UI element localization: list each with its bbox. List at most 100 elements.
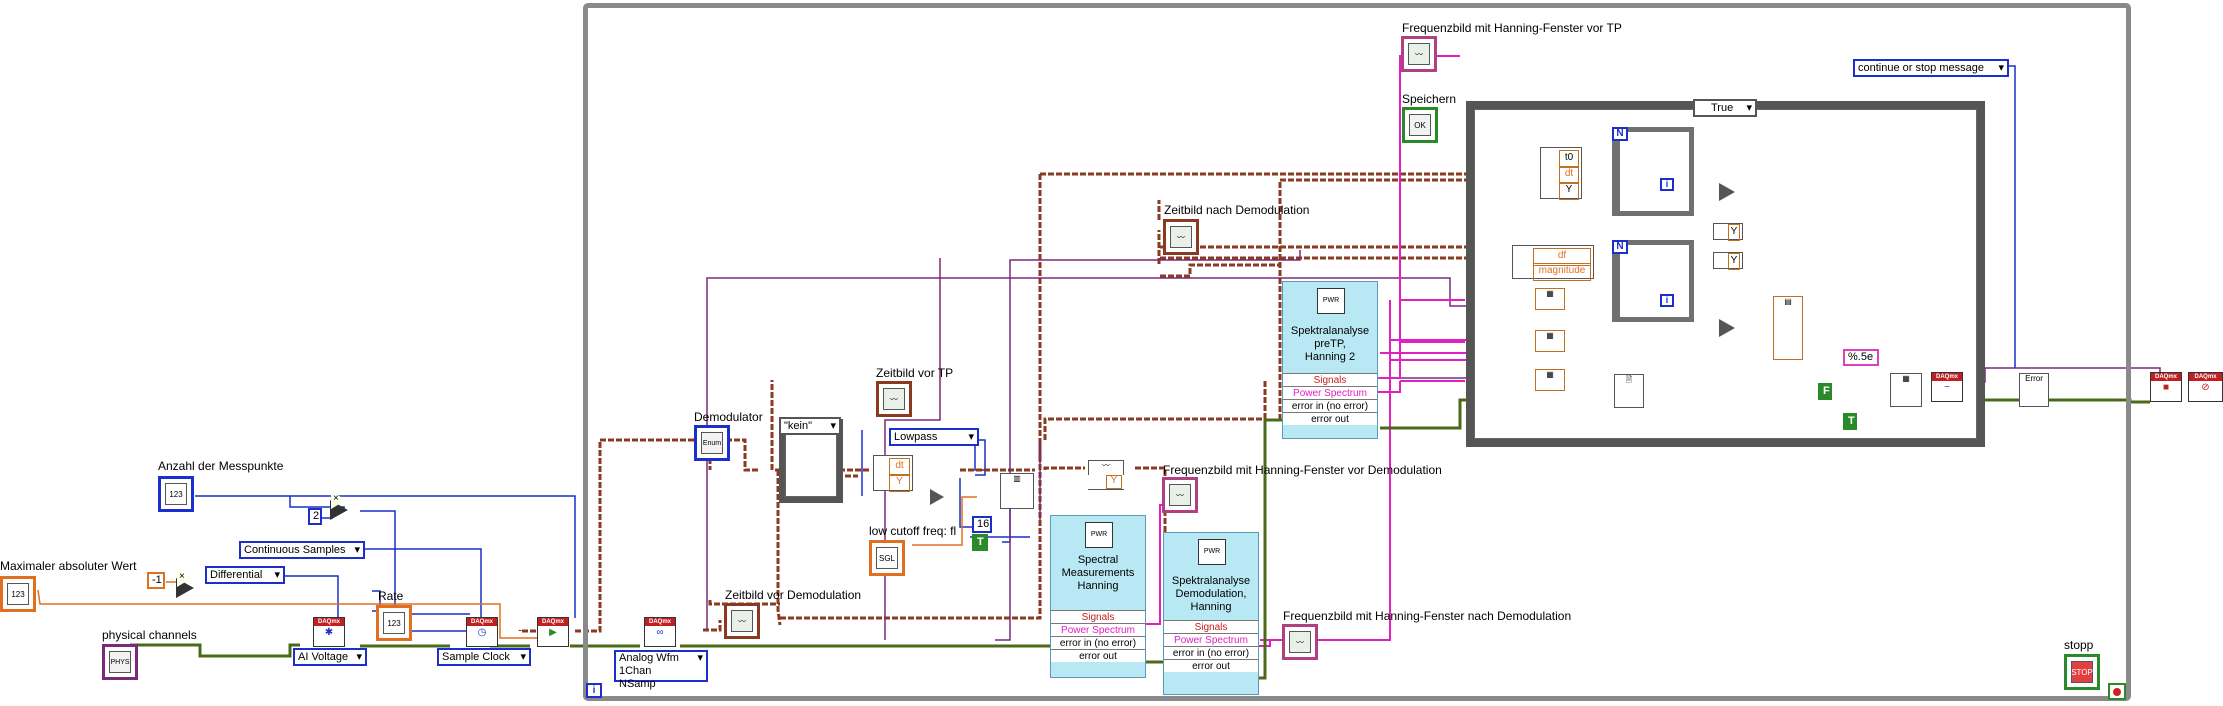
- constant-true[interactable]: T: [972, 534, 988, 551]
- label-stopp: stopp: [2064, 638, 2094, 652]
- for-loop-index-2: i: [1660, 294, 1674, 307]
- constant-true-2[interactable]: T: [1843, 413, 1857, 430]
- daqmx-start-vi[interactable]: DAQmx▶: [537, 617, 569, 647]
- express-row-error-out[interactable]: error out: [1164, 659, 1258, 672]
- express-row-signals[interactable]: Signals: [1051, 610, 1145, 623]
- freq-nach-demod-graph: 〰: [1282, 624, 1318, 660]
- loop-iteration-terminal: i: [586, 683, 602, 698]
- sample-mode-ring[interactable]: Continuous Samples: [239, 541, 365, 559]
- unbundle-tp-y: Y: [889, 474, 910, 492]
- ok-button-icon: OK: [1409, 114, 1431, 136]
- waveform-graph-icon: 〰: [1169, 484, 1191, 506]
- express-row-signals[interactable]: Signals: [1164, 620, 1258, 633]
- unbundle-magnitude: magnitude: [1533, 263, 1591, 281]
- for-loop-count-1: N: [1612, 127, 1628, 141]
- express-row-power-spectrum[interactable]: Power Spectrum: [1164, 633, 1258, 646]
- express-row-power-spectrum[interactable]: Power Spectrum: [1051, 623, 1145, 636]
- daqmx-header: DAQmx: [1932, 373, 1962, 381]
- spectral-express-vi-icon: PWR: [1198, 539, 1226, 565]
- max-wert-numeric-control[interactable]: 123: [0, 576, 36, 612]
- unbundle-t0: t0: [1559, 150, 1579, 168]
- label-freq-hanning-nach-demod: Frequenzbild mit Hanning-Fenster nach De…: [1283, 609, 1572, 623]
- spektralanalyse-demod-vi[interactable]: PWR Spektralanalyse Demodulation, Hannin…: [1163, 532, 1259, 695]
- build-waveform-icon: 〰: [1102, 461, 1110, 470]
- analog-wfm-line1: Analog Wfm: [619, 652, 679, 664]
- terminal-config-ring[interactable]: Differential: [205, 566, 285, 584]
- express-title-line: Spektralanalyse: [1171, 575, 1251, 587]
- express-row-error-out[interactable]: error out: [1051, 649, 1145, 662]
- spectral-measurements-hanning-vi[interactable]: PWR Spectral Measurements Hanning Signal…: [1050, 515, 1146, 678]
- constant-minus-one[interactable]: -1: [147, 572, 165, 589]
- express-row-error-out[interactable]: error out: [1283, 412, 1377, 425]
- case-selector-label[interactable]: True: [1693, 99, 1757, 117]
- demod-case-selector[interactable]: "kein": [779, 417, 841, 435]
- waveform-graph-icon: 〰: [1408, 43, 1430, 65]
- unbundle-freq-waveform: df magnitude: [1512, 245, 1594, 281]
- format-string-constant[interactable]: %.5e: [1843, 349, 1879, 366]
- daqmx-timing-vi[interactable]: DAQmx◷: [466, 617, 498, 647]
- demod-case-frame: [785, 425, 837, 497]
- unbundle-tp-waveform: dt Y: [873, 455, 913, 492]
- low-cutoff-numeric-control[interactable]: SGL: [869, 540, 905, 576]
- ai-voltage-ring[interactable]: AI Voltage: [293, 648, 367, 666]
- label-speichern: Speichern: [1402, 92, 1457, 106]
- filter-type-ring[interactable]: Lowpass: [889, 428, 979, 446]
- spectral-express-vi-icon: PWR: [1085, 522, 1113, 548]
- build-waveform-y-label: Y: [1106, 475, 1122, 489]
- error-handler-vi[interactable]: Error: [2019, 373, 2049, 407]
- daqmx-stop-task-vi[interactable]: DAQmx■: [2150, 372, 2182, 402]
- unbundle-time-waveform: t0 dt Y: [1540, 147, 1582, 200]
- build-waveform-y2: Y: [1713, 223, 1743, 241]
- filter-vi[interactable]: ▥: [1000, 473, 1034, 509]
- numeric-control-icon: 123: [165, 483, 187, 505]
- waveform-graph-icon: 〰: [1170, 226, 1192, 248]
- speichern-button[interactable]: OK: [1402, 107, 1438, 143]
- express-row-power-spectrum[interactable]: Power Spectrum: [1283, 386, 1377, 399]
- zeitbild-vor-demod-graph: 〰: [724, 603, 760, 639]
- anzahl-numeric-control[interactable]: 123: [158, 476, 194, 512]
- constant-two[interactable]: 2: [308, 508, 322, 525]
- daqmx-is-task-done-vi[interactable]: DAQmx~: [1931, 372, 1963, 402]
- file-icon: 🗎: [1625, 375, 1633, 384]
- constant-sixteen[interactable]: 16: [972, 516, 992, 533]
- daqmx-read-vi[interactable]: DAQmx∞: [644, 617, 676, 647]
- daqmx-header: DAQmx: [314, 618, 344, 626]
- build-y2-label: Y: [1728, 224, 1740, 241]
- spreadsheet-icon: ▦: [1902, 374, 1910, 383]
- glasses-icon: ∞: [656, 627, 664, 638]
- reciprocal-node: [930, 489, 944, 505]
- daqmx-header: DAQmx: [538, 618, 568, 626]
- multiply-node-4: [1719, 319, 1735, 337]
- index-array-node-3: ▦: [1535, 369, 1565, 391]
- waveform-graph-icon: 〰: [1289, 631, 1311, 653]
- continue-stop-ring[interactable]: continue or stop message: [1853, 59, 2009, 77]
- sample-clock-ring[interactable]: Sample Clock: [437, 648, 531, 666]
- while-loop-frame: [583, 3, 2131, 701]
- demodulator-enum-control[interactable]: Enum: [694, 425, 730, 461]
- waveform-graph-icon: 〰: [731, 610, 753, 632]
- for-loop-count-2: N: [1612, 240, 1628, 254]
- stopp-button[interactable]: STOP: [2064, 654, 2100, 690]
- label-anzahl: Anzahl der Messpunkte: [158, 459, 284, 473]
- play-icon: ▶: [549, 627, 557, 638]
- rate-numeric-control[interactable]: 123: [376, 605, 412, 641]
- express-title-line: Spectral: [1077, 554, 1119, 566]
- multiply-node: ×: [330, 491, 348, 520]
- express-row-error-in[interactable]: error in (no error): [1283, 399, 1377, 412]
- express-row-signals[interactable]: Signals: [1283, 373, 1377, 386]
- zeitbild-vor-tp-graph: 〰: [876, 381, 912, 417]
- physical-channels-control[interactable]: PHYS: [102, 644, 138, 680]
- express-row-error-in[interactable]: error in (no error): [1164, 646, 1258, 659]
- write-spreadsheet-vi[interactable]: ▦: [1890, 373, 1922, 407]
- task-icon: ~: [1944, 382, 1950, 393]
- daqmx-clear-task-vi[interactable]: DAQmx⊘: [2188, 372, 2223, 402]
- label-physical-channels: physical channels: [102, 628, 197, 642]
- unbundle-tp-dt: dt: [889, 458, 910, 476]
- constant-false[interactable]: F: [1818, 383, 1832, 400]
- spektralanalyse-pretp-vi[interactable]: PWR Spektralanalyse preTP, Hanning 2 Sig…: [1282, 281, 1378, 439]
- file-dialog-vi[interactable]: 🗎: [1614, 374, 1644, 408]
- daqmx-create-channel-vi[interactable]: DAQmx✱: [313, 617, 345, 647]
- express-row-error-in[interactable]: error in (no error): [1051, 636, 1145, 649]
- express-title-line: Hanning: [1190, 601, 1232, 613]
